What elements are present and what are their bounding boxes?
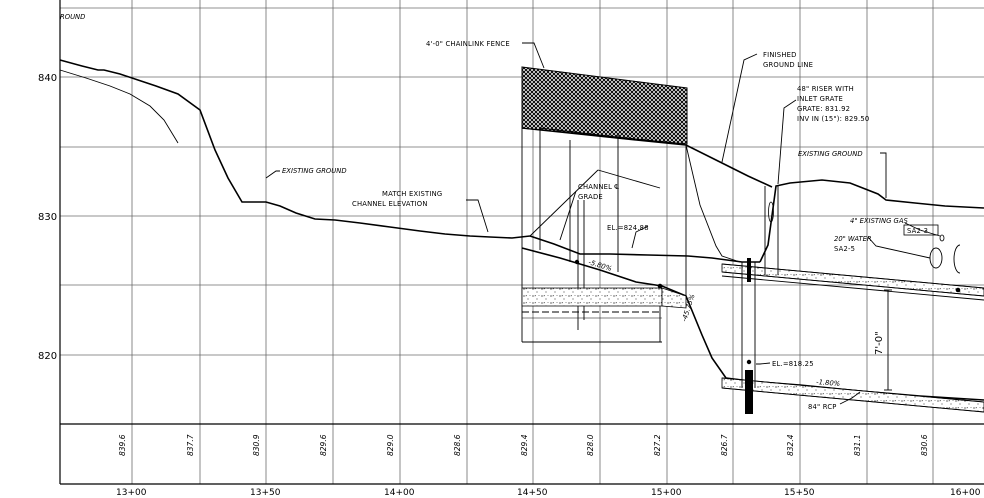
gas-pipe-section xyxy=(939,234,945,242)
station-label: 13+50 xyxy=(250,488,281,498)
riser-label: INV IN (15"): 829.50 xyxy=(797,115,869,123)
ground-elevation-value: 826.7 xyxy=(720,434,729,456)
elevation-callout: EL.=818.25 xyxy=(772,360,814,368)
slope-label: -1.80% xyxy=(816,378,841,388)
elevation-callout: EL.=824.88 xyxy=(607,224,649,232)
station-label: 16+00 xyxy=(950,488,981,498)
station-label: 13+00 xyxy=(116,488,147,498)
upper-pipe xyxy=(721,263,984,301)
station-label: 15+50 xyxy=(784,488,815,498)
ground-elevation-value: 830.6 xyxy=(920,434,929,456)
gas-tag: SA2-3 xyxy=(907,227,928,235)
ground-elevation-value: 831.1 xyxy=(853,435,862,456)
existing-ground-label-cut: ROUND xyxy=(60,13,85,21)
match-label: CHANNEL ELEVATION xyxy=(352,200,428,208)
outlet-concrete-pad xyxy=(661,287,687,309)
finished-ground-label: FINISHED xyxy=(763,51,797,59)
rcp-pipe xyxy=(721,377,984,413)
elevation-label-830: 830 xyxy=(38,212,57,223)
ground-elevation-strip: 839.6 837.7 830.9 829.6 829.0 828.6 829.… xyxy=(118,434,929,456)
finished-grade-drop xyxy=(685,144,741,263)
adjacent-pipe-section xyxy=(953,244,961,274)
riser-label: 48" RISER WITH xyxy=(797,85,854,93)
ground-elevation-value: 829.6 xyxy=(319,434,328,456)
station-label: 14+50 xyxy=(517,488,548,498)
channel-label: CHANNEL ℄ xyxy=(578,183,620,191)
existing-ground-secondary-line xyxy=(59,69,179,144)
ground-elevation-value: 827.2 xyxy=(653,434,662,456)
ground-elevation-value: 830.9 xyxy=(252,434,261,456)
match-label: MATCH EXISTING xyxy=(382,190,442,198)
depth-label: 7'-0" xyxy=(874,331,885,355)
ground-elevation-value: 839.6 xyxy=(118,434,127,456)
station-label: 15+00 xyxy=(651,488,682,498)
riser-label: INLET GRATE xyxy=(797,95,843,103)
water-label: 20" WATER xyxy=(834,235,872,243)
vertical-gridlines xyxy=(59,0,934,484)
rcp-label: 84" RCP xyxy=(808,403,837,411)
elevation-label-840: 840 xyxy=(38,73,57,84)
ground-elevation-value: 829.0 xyxy=(386,434,395,456)
depth-dimension xyxy=(884,289,892,391)
station-label: 14+00 xyxy=(384,488,415,498)
inlet-riser xyxy=(574,186,961,414)
finished-ground-label: GROUND LINE xyxy=(763,61,813,69)
fence-label: 4'-0" CHAINLINK FENCE xyxy=(426,40,510,48)
ground-elevation-value: 828.0 xyxy=(586,434,595,456)
gas-label: 4" EXISTING GAS xyxy=(850,217,908,225)
finished-ground-line xyxy=(521,127,773,188)
ground-elevation-value: 828.6 xyxy=(453,434,462,456)
water-pipe-section xyxy=(929,247,943,269)
riser-label: GRATE: 831.92 xyxy=(797,105,850,113)
channel-concrete-base xyxy=(521,287,663,307)
ground-elevation-value: 829.4 xyxy=(520,434,529,456)
elevation-label-820: 820 xyxy=(38,351,57,362)
gas-tag-box xyxy=(903,224,939,236)
ground-elevation-value: 837.7 xyxy=(186,434,195,456)
water-tag: SA2-5 xyxy=(834,245,855,253)
leader-lines xyxy=(265,42,941,405)
channel-label: GRADE xyxy=(578,193,603,201)
chainlink-fence[interactable] xyxy=(521,66,688,145)
existing-ground-label: EXISTING GROUND xyxy=(798,150,863,158)
existing-ground-label: EXISTING GROUND xyxy=(282,167,347,175)
ground-elevation-value: 832.4 xyxy=(786,434,795,456)
